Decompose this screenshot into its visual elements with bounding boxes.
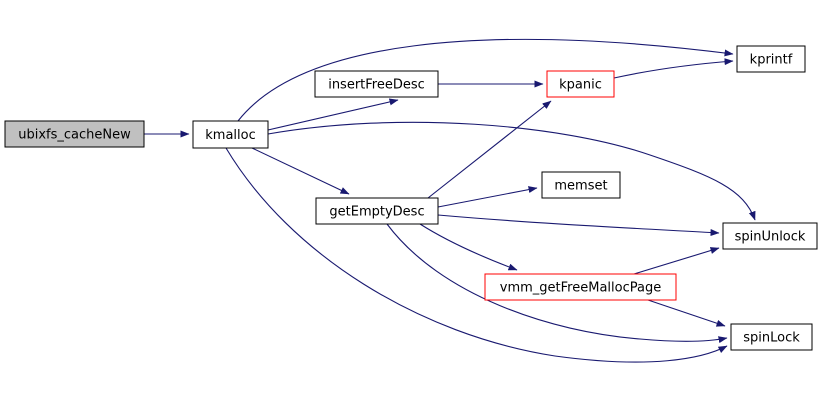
node-label-memset: memset bbox=[554, 179, 607, 194]
edge-group bbox=[144, 38, 756, 363]
node-kprintf[interactable]: kprintf bbox=[736, 45, 806, 73]
edge-getEmptyDesc-vmm_getFreeMallocPage bbox=[419, 223, 518, 271]
node-label-kprintf: kprintf bbox=[750, 53, 793, 68]
edge-getEmptyDesc-spinLock bbox=[386, 223, 728, 344]
node-kpanic[interactable]: kpanic bbox=[546, 70, 615, 98]
node-label-spinLock: spinLock bbox=[743, 331, 800, 346]
node-spinUnlock[interactable]: spinUnlock bbox=[722, 222, 818, 250]
node-kmalloc[interactable]: kmalloc bbox=[192, 120, 269, 149]
edge-vmm_getFreeMallocPage-spinUnlock bbox=[633, 247, 720, 275]
node-vmm_getFreeMallocPage[interactable]: vmm_getFreeMallocPage bbox=[484, 273, 677, 301]
node-label-getEmptyDesc: getEmptyDesc bbox=[329, 205, 424, 220]
edge-vmm_getFreeMallocPage-spinLock bbox=[647, 299, 726, 327]
node-spinLock[interactable]: spinLock bbox=[730, 323, 813, 351]
edge-kpanic-kprintf bbox=[613, 58, 734, 79]
edge-kmalloc-getEmptyDesc bbox=[251, 147, 350, 195]
edge-kmalloc-spinLock bbox=[225, 147, 728, 363]
edge-kmalloc-insertFreeDesc bbox=[267, 98, 399, 131]
node-label-ubixfs_cacheNew: ubixfs_cacheNew bbox=[18, 128, 131, 143]
node-label-kpanic: kpanic bbox=[559, 78, 602, 93]
node-label-kmalloc: kmalloc bbox=[205, 128, 255, 143]
node-label-spinUnlock: spinUnlock bbox=[735, 230, 806, 245]
node-label-insertFreeDesc: insertFreeDesc bbox=[328, 78, 425, 93]
edge-getEmptyDesc-memset bbox=[437, 186, 538, 208]
node-insertFreeDesc[interactable]: insertFreeDesc bbox=[314, 70, 439, 98]
node-getEmptyDesc[interactable]: getEmptyDesc bbox=[315, 197, 439, 225]
node-ubixfs_cacheNew: ubixfs_cacheNew bbox=[4, 120, 145, 148]
edge-kmalloc-spinUnlock bbox=[267, 121, 756, 221]
node-label-vmm_getFreeMallocPage: vmm_getFreeMallocPage bbox=[500, 281, 661, 296]
node-memset[interactable]: memset bbox=[541, 171, 621, 199]
edge-getEmptyDesc-spinUnlock bbox=[437, 214, 720, 237]
edge-kmalloc-kprintf bbox=[237, 38, 734, 122]
edge-getEmptyDesc-kpanic bbox=[427, 100, 552, 199]
